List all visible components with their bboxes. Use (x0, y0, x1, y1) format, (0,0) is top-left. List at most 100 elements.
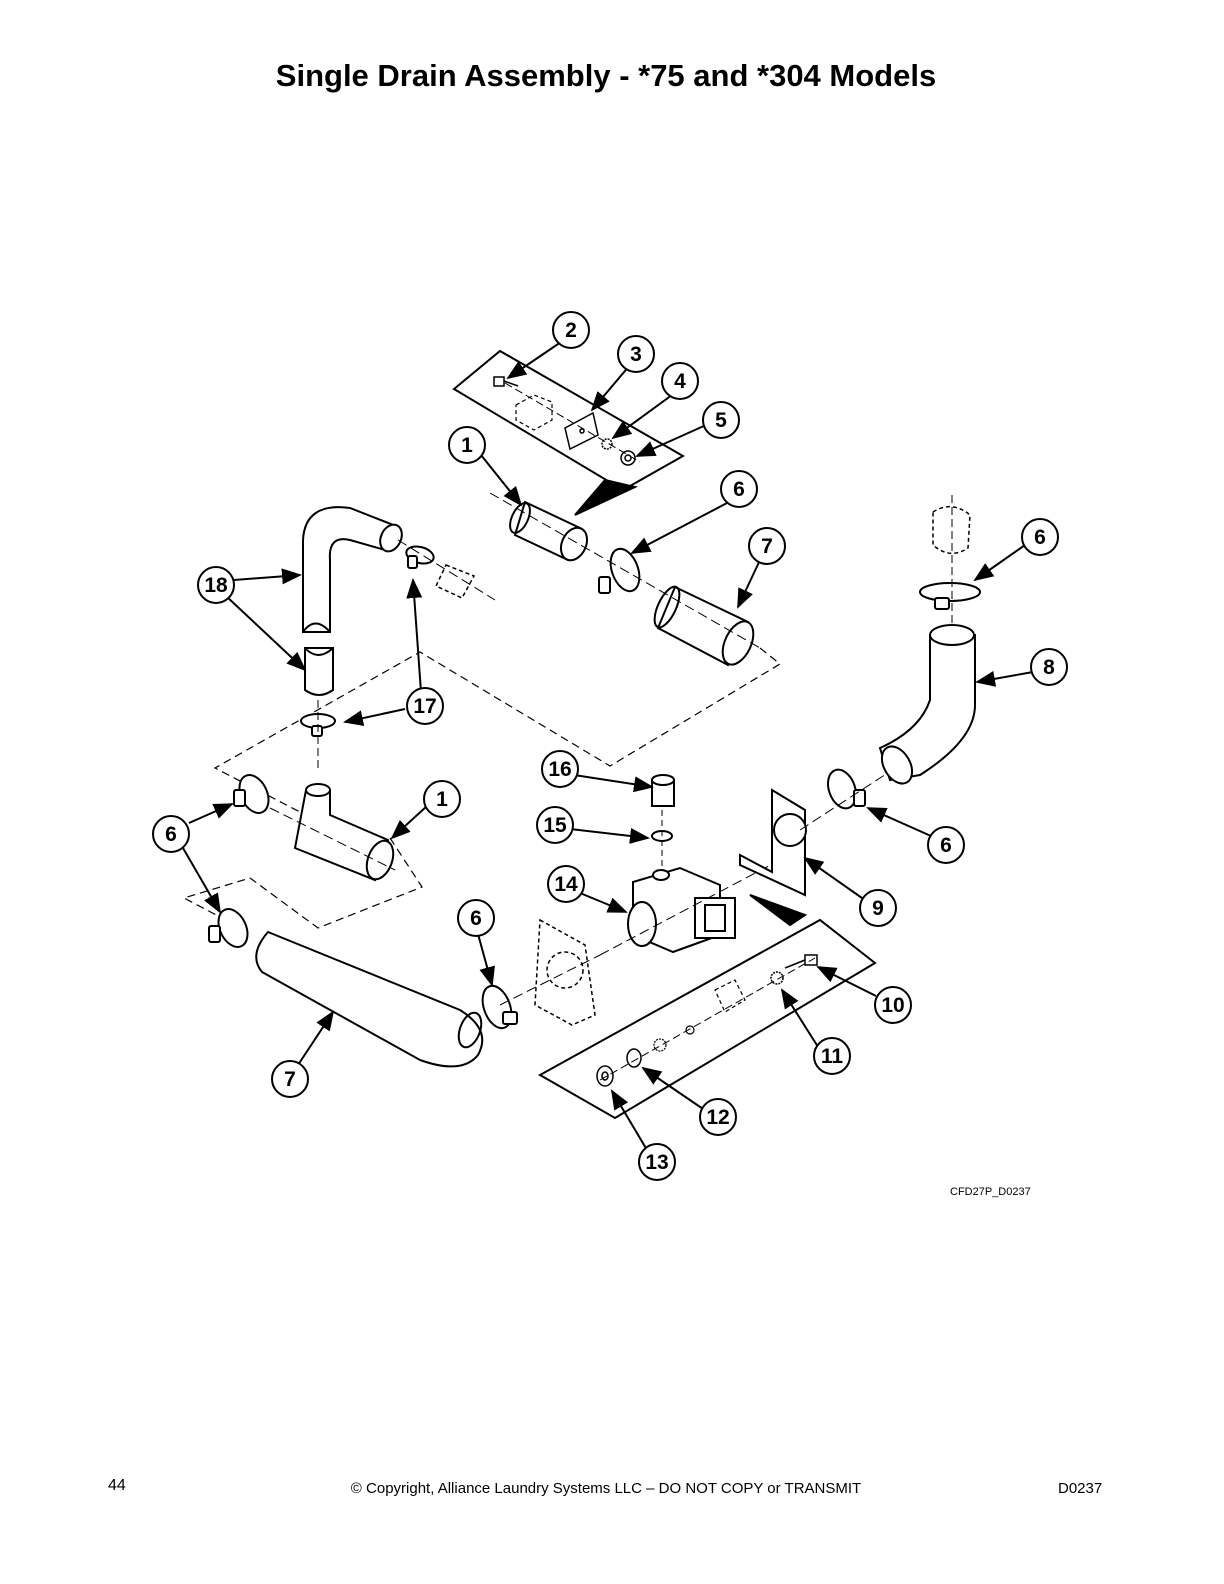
left-clamp-upper (233, 774, 270, 814)
lower-hose-stub (304, 647, 334, 696)
callout-circle (927, 826, 965, 864)
callout-number: 11 (821, 1045, 844, 1068)
callout-number: 18 (204, 574, 228, 597)
copyright-notice: © Copyright, Alliance Laundry Systems LL… (350, 1480, 862, 1497)
dashed-plug (434, 564, 476, 599)
callout-circle (1030, 648, 1068, 686)
callout-16: 16 (541, 750, 579, 788)
callout-number: 7 (761, 535, 773, 558)
drawing-code: CFD27P_D0237 (950, 1186, 1031, 1198)
callout-6-right-mid: 6 (927, 826, 965, 864)
callout-7-lower: 7 (271, 1060, 309, 1098)
callout-circle (699, 1098, 737, 1136)
top-hardware-detail (452, 349, 686, 516)
callout-14: 14 (547, 865, 585, 903)
callout-circle (448, 426, 486, 464)
callout-circle (617, 335, 655, 373)
callout-number: 5 (715, 409, 727, 432)
top-right-hose-clamp (919, 582, 981, 610)
callout-number: 14 (554, 873, 578, 896)
callout-circle (152, 815, 190, 853)
flat-washer-icon (626, 1048, 642, 1068)
callout-number: 13 (645, 1151, 668, 1174)
lower-hardware-detail (537, 894, 877, 1120)
assembly-outline (182, 647, 782, 929)
callout-number: 2 (565, 319, 577, 342)
callout-number: 1 (436, 788, 448, 811)
callout-circle (406, 687, 444, 725)
callout-10: 10 (874, 986, 912, 1024)
left-clamp-lower (208, 908, 249, 948)
callout-circle (423, 780, 461, 818)
right-elbow-hose (878, 624, 976, 785)
valve-nut-icon (596, 1065, 614, 1087)
callout-6-left-upper: 6 (152, 815, 190, 853)
callout-18: 18 (197, 566, 235, 604)
callout-circle (874, 986, 912, 1024)
callout-11: 11 (813, 1037, 851, 1075)
callout-circle (536, 806, 574, 844)
callout-circle (1021, 518, 1059, 556)
callout-13: 13 (638, 1143, 676, 1181)
callout-circle (547, 865, 585, 903)
elbow-hose (302, 506, 403, 633)
mounting-bracket (739, 788, 807, 897)
page-number: 44 (108, 1477, 126, 1494)
callout-1-lower: 1 (423, 780, 461, 818)
mid-hose-clamp (481, 984, 518, 1030)
callout-circle (638, 1143, 676, 1181)
dashed-bracket (534, 918, 596, 1026)
leader-lines (182, 341, 1034, 1151)
callout-circle (720, 470, 758, 508)
callout-6-mid: 6 (457, 899, 495, 937)
callout-1-upper: 1 (448, 426, 486, 464)
bolt-icon (493, 376, 519, 387)
callout-12: 12 (699, 1098, 737, 1136)
callout-number: 9 (872, 897, 884, 920)
callout-7-upper: 7 (748, 527, 786, 565)
document-code: D0237 (1058, 1480, 1103, 1497)
callout-circle (661, 362, 699, 400)
plate-icon (564, 411, 599, 451)
drain-valve (627, 866, 736, 954)
callout-number: 6 (165, 823, 177, 846)
callout-number: 8 (1043, 656, 1055, 679)
callout-number: 3 (630, 343, 642, 366)
callout-number: 6 (1034, 526, 1046, 549)
callout-4-top: 4 (661, 362, 699, 400)
callout-circle (457, 899, 495, 937)
callout-number: 15 (543, 814, 567, 837)
callout-number: 6 (733, 478, 745, 501)
right-hose-clamp (826, 768, 866, 810)
callout-number: 1 (461, 434, 473, 457)
callout-number: 12 (706, 1106, 729, 1129)
upper-hose-section (653, 585, 755, 667)
callout-circle (541, 750, 579, 788)
callout-number: 16 (548, 758, 571, 781)
callout-circle (813, 1037, 851, 1075)
upper-hose-clamp (598, 547, 641, 594)
long-bent-hose (255, 930, 484, 1068)
star-washer-icon (601, 438, 613, 450)
callout-circle (552, 311, 590, 349)
callout-circle (197, 566, 235, 604)
callout-8: 8 (1030, 648, 1068, 686)
callout-number: 6 (940, 834, 952, 857)
callout-17: 17 (406, 687, 444, 725)
callout-circle (271, 1060, 309, 1098)
callout-3-top: 3 (617, 335, 655, 373)
callout-number: 7 (284, 1068, 296, 1091)
small-hose-clamp-upper (405, 545, 435, 569)
callout-number: 4 (674, 370, 686, 393)
callout-circle (748, 527, 786, 565)
callout-6-right-top: 6 (1021, 518, 1059, 556)
callout-number: 17 (413, 695, 436, 718)
nut-icon (620, 450, 636, 466)
callout-6-upper: 6 (720, 470, 758, 508)
cap-icon (651, 774, 675, 807)
callout-circle (702, 401, 740, 439)
page-title: Single Drain Assembly - *75 and *304 Mod… (275, 58, 937, 93)
callout-2-top: 2 (552, 311, 590, 349)
